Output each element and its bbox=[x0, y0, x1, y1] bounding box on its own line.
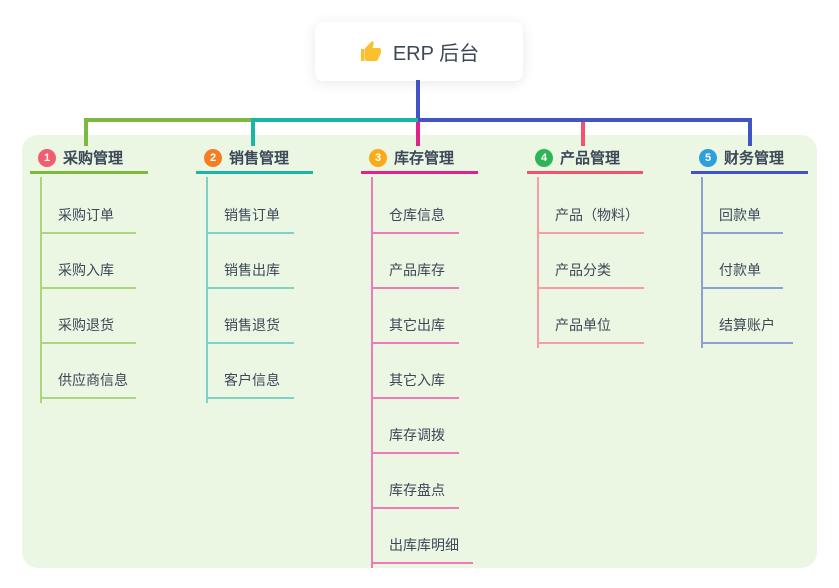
hconnector-segment-2 bbox=[255, 118, 418, 122]
badge-1: 1 bbox=[38, 148, 56, 167]
badge-3: 3 bbox=[369, 148, 387, 167]
leaf-node[interactable]: 库存盘点 bbox=[371, 479, 459, 509]
leaf-node[interactable]: 客户信息 bbox=[206, 369, 294, 399]
leaf-node[interactable]: 采购订单 bbox=[40, 204, 136, 234]
leaf-node[interactable]: 供应商信息 bbox=[40, 369, 136, 399]
branch-finance: 5 财务管理 回款单 付款单 结算账户 bbox=[691, 144, 808, 348]
leaf-node[interactable]: 产品分类 bbox=[537, 259, 644, 289]
leaf-node[interactable]: 出库库明细 bbox=[371, 534, 473, 564]
badge-5: 5 bbox=[699, 148, 717, 167]
leaf-node[interactable]: 产品（物料） bbox=[537, 204, 644, 234]
thumbs-up-path bbox=[360, 40, 381, 61]
branch-vline-sales bbox=[206, 177, 208, 403]
branch-node-purchase[interactable]: 1 采购管理 bbox=[30, 144, 148, 174]
branch-drop-4 bbox=[581, 122, 585, 146]
leaf-node[interactable]: 其它入库 bbox=[371, 369, 459, 399]
leaf-node[interactable]: 付款单 bbox=[701, 259, 783, 289]
branch-node-finance[interactable]: 5 财务管理 bbox=[691, 144, 808, 174]
branch-node-product[interactable]: 4 产品管理 bbox=[527, 144, 643, 174]
branch-product: 4 产品管理 产品（物料） 产品分类 产品单位 bbox=[527, 144, 644, 348]
branch-vline-inventory bbox=[371, 177, 373, 568]
root-node-title: ERP 后台 bbox=[392, 43, 480, 65]
badge-4: 4 bbox=[535, 148, 553, 167]
leaf-node[interactable]: 结算账户 bbox=[701, 314, 793, 344]
branch-drop-3 bbox=[416, 122, 420, 146]
branch-title-product: 产品管理 bbox=[560, 150, 621, 167]
root-drop-line bbox=[416, 80, 420, 120]
branch-title-inventory: 库存管理 bbox=[394, 150, 455, 167]
leaf-node[interactable]: 销售出库 bbox=[206, 259, 294, 289]
leaf-node[interactable]: 库存调拨 bbox=[371, 424, 459, 454]
hconnector-segment-1 bbox=[84, 118, 255, 122]
branch-drop-2 bbox=[251, 118, 255, 146]
branch-title-finance: 财务管理 bbox=[724, 150, 785, 167]
leaf-node[interactable]: 回款单 bbox=[701, 204, 783, 234]
branches-background-panel bbox=[22, 135, 817, 568]
branch-vline-finance bbox=[701, 177, 703, 348]
badge-2: 2 bbox=[204, 148, 222, 167]
thumbs-up-icon bbox=[359, 40, 383, 64]
branch-node-sales[interactable]: 2 销售管理 bbox=[196, 144, 313, 174]
branch-drop-1 bbox=[84, 118, 88, 146]
hconnector-segment-3 bbox=[418, 118, 752, 122]
leaf-node[interactable]: 销售退货 bbox=[206, 314, 294, 344]
branch-vline-product bbox=[537, 177, 539, 348]
branch-purchase: 1 采购管理 采购订单 采购入库 采购退货 供应商信息 bbox=[30, 144, 148, 403]
root-node-erp[interactable]: ERP 后台 bbox=[315, 22, 523, 81]
branch-drop-5 bbox=[748, 118, 752, 146]
leaf-node[interactable]: 产品单位 bbox=[537, 314, 644, 344]
leaf-node[interactable]: 销售订单 bbox=[206, 204, 294, 234]
leaf-node[interactable]: 仓库信息 bbox=[371, 204, 459, 234]
leaf-node[interactable]: 采购退货 bbox=[40, 314, 136, 344]
leaf-node[interactable]: 产品库存 bbox=[371, 259, 459, 289]
branch-title-purchase: 采购管理 bbox=[63, 150, 124, 167]
leaf-node[interactable]: 采购入库 bbox=[40, 259, 136, 289]
branch-vline-purchase bbox=[40, 177, 42, 403]
leaf-node[interactable]: 其它出库 bbox=[371, 314, 459, 344]
branch-inventory: 3 库存管理 仓库信息 产品库存 其它出库 其它入库 库存调拨 库存盘点 出库库… bbox=[361, 144, 478, 568]
branch-sales: 2 销售管理 销售订单 销售出库 销售退货 客户信息 bbox=[196, 144, 313, 403]
branch-title-sales: 销售管理 bbox=[229, 150, 290, 167]
branch-node-inventory[interactable]: 3 库存管理 bbox=[361, 144, 478, 174]
